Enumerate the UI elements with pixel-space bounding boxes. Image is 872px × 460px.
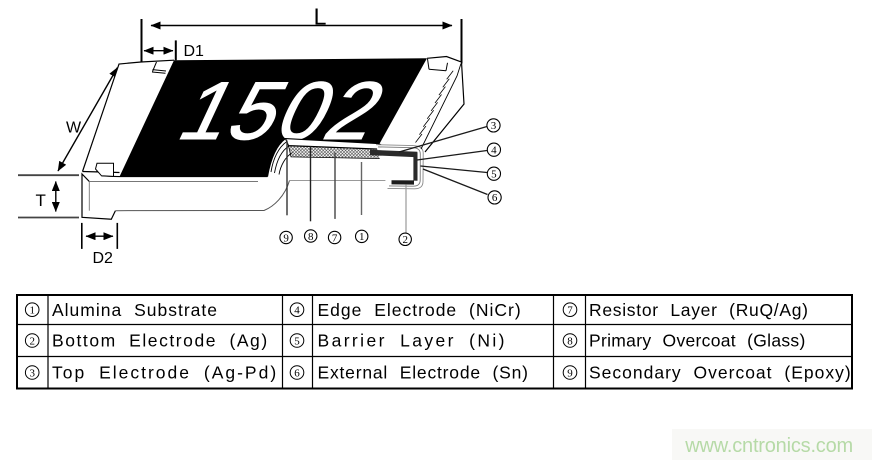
svg-text:2: 2 xyxy=(29,335,35,347)
svg-text:D2: D2 xyxy=(93,250,114,267)
svg-text:4: 4 xyxy=(294,305,300,317)
svg-text:6: 6 xyxy=(492,192,498,204)
svg-text:Primary Overcoat (Glass): Primary Overcoat (Glass) xyxy=(589,331,806,351)
svg-text:W: W xyxy=(66,119,82,136)
svg-text:5: 5 xyxy=(491,169,497,181)
svg-text:8: 8 xyxy=(308,231,314,243)
svg-text:Barrier Layer (Ni): Barrier Layer (Ni) xyxy=(318,331,507,351)
svg-text:Bottom Electrode (Ag): Bottom Electrode (Ag) xyxy=(52,331,269,351)
svg-text:6: 6 xyxy=(294,367,300,379)
svg-text:7: 7 xyxy=(567,305,573,317)
svg-text:2: 2 xyxy=(402,234,408,246)
svg-text:Edge Electrode (NiCr): Edge Electrode (NiCr) xyxy=(318,300,522,320)
svg-text:1: 1 xyxy=(29,305,35,317)
svg-text:T: T xyxy=(36,191,46,210)
svg-text:5: 5 xyxy=(294,335,300,347)
svg-text:9: 9 xyxy=(567,367,573,379)
svg-text:1: 1 xyxy=(359,231,365,243)
svg-text:9: 9 xyxy=(283,232,289,244)
svg-text:3: 3 xyxy=(491,120,497,132)
svg-text:External Electrode (Sn): External Electrode (Sn) xyxy=(318,363,529,383)
svg-text:Top Electrode (Ag-Pd): Top Electrode (Ag-Pd) xyxy=(52,363,278,383)
svg-text:Alumina Substrate: Alumina Substrate xyxy=(52,300,218,320)
svg-text:1502: 1502 xyxy=(166,66,403,157)
svg-text:8: 8 xyxy=(567,335,573,347)
svg-text:Secondary Overcoat (Epoxy): Secondary Overcoat (Epoxy) xyxy=(589,363,852,383)
svg-text:L: L xyxy=(314,4,327,30)
svg-text:7: 7 xyxy=(332,232,338,244)
svg-text:3: 3 xyxy=(29,367,35,379)
svg-text:www.cntronics.com: www.cntronics.com xyxy=(684,435,853,457)
svg-text:4: 4 xyxy=(491,145,497,157)
svg-text:Resistor Layer (RuQ/Ag): Resistor Layer (RuQ/Ag) xyxy=(589,300,809,320)
svg-text:D1: D1 xyxy=(184,43,205,60)
